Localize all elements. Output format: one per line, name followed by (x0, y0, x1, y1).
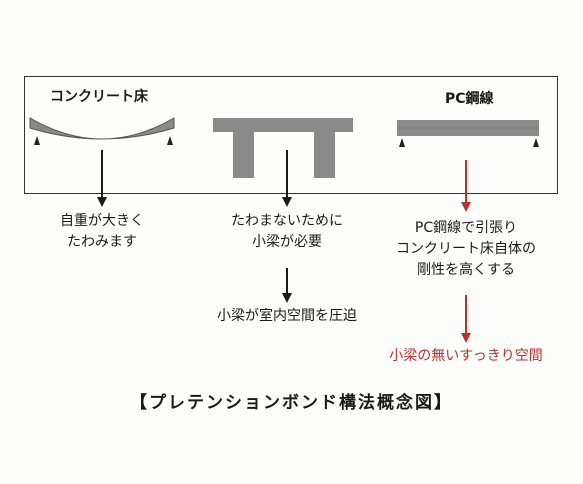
diagram-frame (24, 76, 558, 194)
caption-right-line-3: 剛性を高くする (417, 262, 515, 278)
diagram-title: 【プレテンションボンド構法概念図】 (130, 393, 453, 413)
concrete-floor-label: コンクリート床 (50, 89, 148, 105)
arrow-middle-2-head (282, 293, 292, 303)
caption-left-line-1: 自重が大きく (60, 213, 144, 229)
caption-right-bottom: 小梁の無いすっきり空間 (389, 348, 543, 364)
caption-right-line-2: コンクリート床自体の (396, 241, 536, 257)
pc-strand-label: PC鋼線 (445, 91, 494, 107)
sagging-slab (29, 117, 175, 140)
arrow-left-head (97, 197, 107, 207)
arrow-right-head (461, 202, 471, 212)
caption-middle-bottom: 小梁が室内空間を圧迫 (217, 308, 357, 324)
arrow-right-2-head (461, 333, 471, 343)
caption-left-line-2: たわみます (67, 234, 137, 250)
support-right-2 (533, 138, 539, 147)
support-left-1 (34, 136, 40, 145)
support-right-1 (399, 138, 405, 147)
caption-middle-line-2: 小梁が必要 (252, 234, 322, 250)
caption-left: 自重が大きく たわみます (52, 211, 152, 253)
small-beam-right (314, 130, 335, 178)
caption-middle-line-1: たわまないために (231, 213, 343, 229)
caption-right: PC鋼線で引張り コンクリート床自体の 剛性を高くする (381, 218, 551, 281)
caption-right-line-1: PC鋼線で引張り (414, 220, 518, 236)
small-beam-left (233, 130, 254, 178)
support-left-2 (167, 136, 173, 145)
caption-middle: たわまないために 小梁が必要 (217, 211, 357, 253)
slab-with-beams (213, 118, 353, 132)
arrow-middle-head (282, 197, 292, 207)
